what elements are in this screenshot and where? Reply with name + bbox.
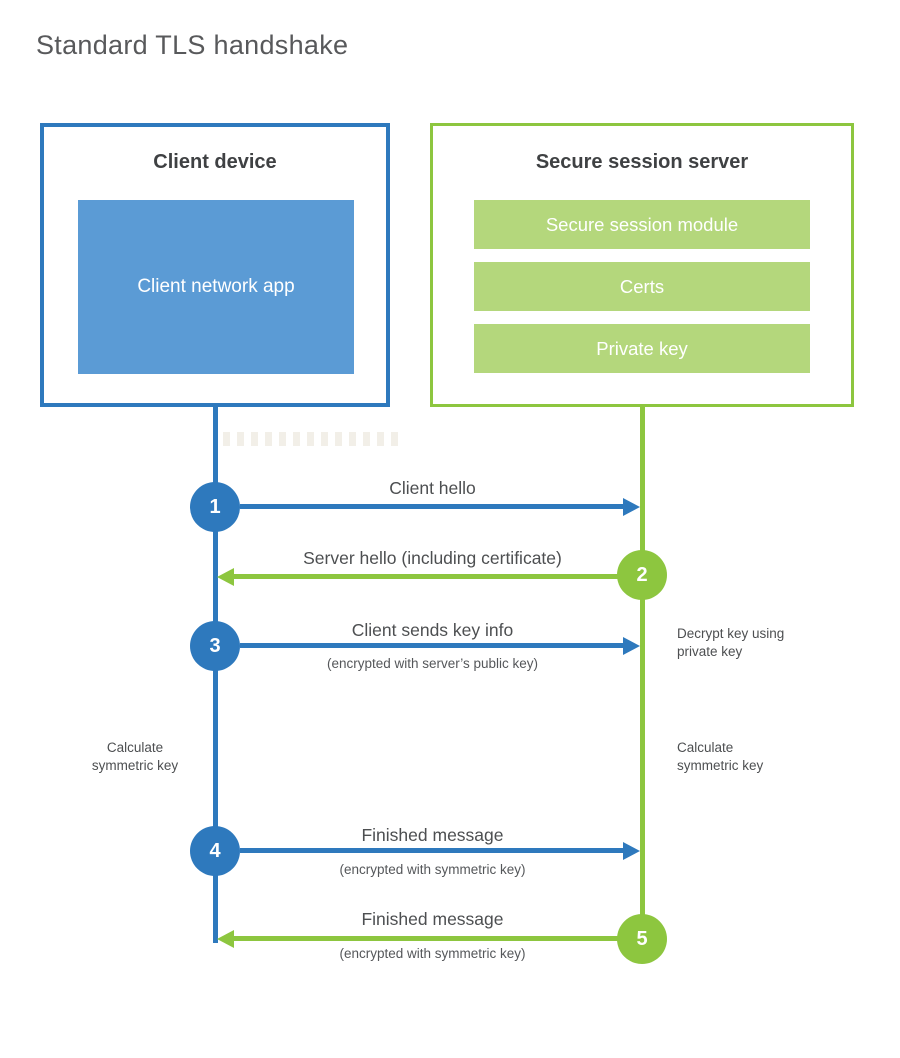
client-lifeline — [213, 407, 218, 943]
arrowhead-right-icon — [623, 637, 640, 655]
message-label-client-key-info: Client sends key info — [351, 620, 514, 640]
server-module-certs-label: Certs — [619, 275, 665, 297]
note-line: private key — [677, 643, 743, 659]
server-module-secure-session-label: Secure session module — [545, 213, 739, 235]
message-sublabel-encrypted-public-key: (encrypted with server’s public key) — [326, 656, 539, 671]
message-label-client-hello: Client hello — [389, 478, 476, 498]
step-circle-5: 5 — [617, 914, 667, 964]
server-lifeline — [640, 407, 645, 941]
client-device-title: Client device — [153, 151, 277, 173]
server-module-certs: Certs — [474, 262, 810, 311]
arrow-line-step3 — [240, 643, 625, 648]
arrowhead-right-icon — [623, 842, 640, 860]
server-module-private-key: Private key — [474, 324, 810, 373]
note-line: Calculate — [106, 740, 164, 755]
note-calculate-symmetric-key-server: Calculate symmetric key — [677, 739, 837, 774]
client-network-app-box: Client network app — [78, 200, 354, 374]
message-label-finished-client: Finished message — [361, 825, 504, 845]
message-label-server-hello: Server hello (including certificate) — [303, 548, 562, 568]
message-sublabel-encrypted-symmetric-key: (encrypted with symmetric key) — [339, 946, 526, 961]
step-number-5: 5 — [636, 927, 648, 950]
arrow-line-step1 — [240, 504, 625, 509]
note-line: symmetric key — [677, 757, 764, 773]
arrowhead-left-icon — [217, 930, 234, 948]
step-circle-3: 3 — [190, 621, 240, 671]
note-calculate-symmetric-key-client: Calculate symmetric key — [75, 739, 195, 774]
note-decrypt-key: Decrypt key using private key — [677, 625, 837, 660]
step-number-1: 1 — [209, 495, 221, 518]
secure-session-server-box: Secure session server Secure session mod… — [430, 123, 854, 407]
client-device-box: Client device Client network app — [40, 123, 390, 407]
message-sublabel-encrypted-symmetric-key: (encrypted with symmetric key) — [339, 862, 526, 877]
step-number-2: 2 — [636, 563, 648, 586]
arrowhead-left-icon — [217, 568, 234, 586]
server-module-private-key-label: Private key — [596, 337, 688, 359]
server-module-secure-session: Secure session module — [474, 200, 810, 249]
step-circle-2: 2 — [617, 550, 667, 600]
page-title: Standard TLS handshake — [36, 30, 349, 60]
step-number-4: 4 — [209, 839, 221, 862]
client-network-app-label: Client network app — [137, 275, 295, 297]
message-label-finished-server: Finished message — [361, 909, 504, 929]
step-circle-1: 1 — [190, 482, 240, 532]
note-line: symmetric key — [91, 757, 179, 773]
note-line: Calculate — [677, 740, 734, 755]
arrowhead-right-icon — [623, 498, 640, 516]
note-line: Decrypt key using — [677, 626, 785, 641]
step-number-3: 3 — [209, 634, 221, 657]
step-circle-4: 4 — [190, 826, 240, 876]
secure-session-server-title: Secure session server — [535, 151, 749, 173]
arrow-line-step2 — [234, 574, 619, 579]
arrow-line-step5 — [234, 936, 619, 941]
arrow-line-step4 — [240, 848, 625, 853]
faint-dash-artifact — [223, 432, 401, 446]
